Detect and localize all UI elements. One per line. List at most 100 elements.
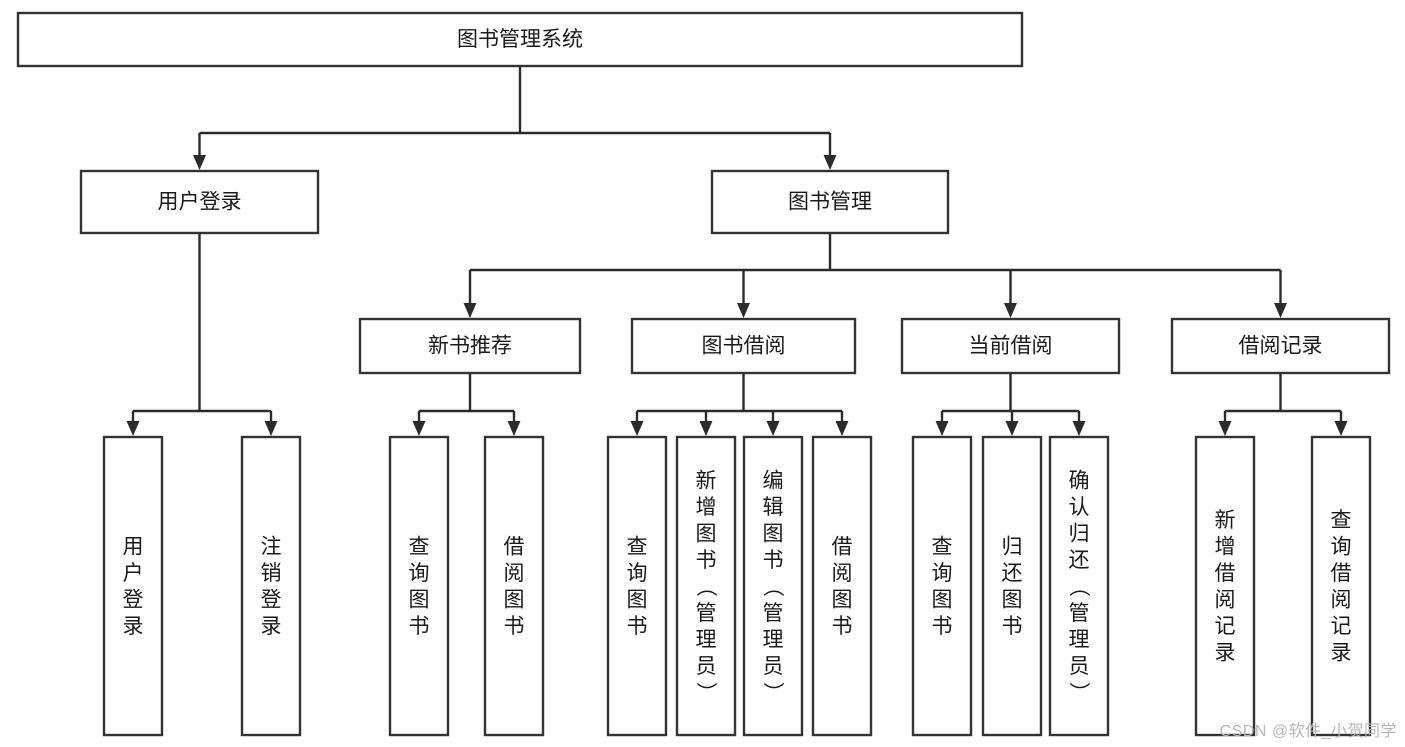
svg-text:查: 查: [627, 536, 648, 559]
svg-text:（: （: [694, 576, 717, 597]
csdn-watermark: CSDN @软件_小贺同学: [1219, 723, 1397, 740]
svg-text:登: 登: [123, 589, 144, 612]
svg-text:图: 图: [409, 589, 430, 612]
node-box-leaf-0-1[interactable]: [240, 435, 302, 737]
svg-text:登: 登: [261, 589, 282, 612]
svg-text:书: 书: [504, 615, 525, 638]
arrow-head-icon: [1004, 303, 1017, 318]
node-box-leaf-1-1[interactable]: [483, 435, 545, 737]
svg-text:查: 查: [1331, 509, 1352, 532]
svg-text:询: 询: [1331, 536, 1352, 559]
arrow-head-icon: [835, 421, 849, 436]
svg-text:书: 书: [763, 549, 784, 572]
svg-text:管: 管: [696, 602, 717, 625]
node-box-level3-1[interactable]: [630, 317, 857, 375]
svg-text:销: 销: [261, 562, 282, 585]
svg-text:增: 增: [1215, 536, 1236, 559]
svg-text:编: 编: [763, 469, 784, 492]
arrow-head-icon: [699, 421, 713, 436]
arrow-head-icon: [507, 421, 521, 436]
arrow-head-icon: [1274, 303, 1287, 318]
node-box-level2-0[interactable]: [79, 169, 320, 235]
svg-text:记: 记: [1331, 615, 1352, 638]
svg-text:图: 图: [504, 589, 525, 612]
node-box-leaf-1-0[interactable]: [388, 435, 450, 737]
node-label-level3-1: 图书借阅: [702, 335, 786, 358]
svg-text:录: 录: [1215, 642, 1236, 665]
svg-text:管: 管: [763, 602, 784, 625]
arrow-head-icon: [823, 155, 837, 170]
svg-text:书: 书: [832, 615, 853, 638]
svg-text:录: 录: [261, 615, 282, 638]
node-box-leaf-0-0[interactable]: [102, 435, 164, 737]
arrow-head-icon: [630, 421, 644, 436]
svg-text:查: 查: [932, 536, 953, 559]
arrow-head-icon: [193, 155, 206, 170]
svg-text:理: 理: [696, 628, 717, 651]
node-box-leaf-4-1[interactable]: [1310, 435, 1372, 737]
node-box-leaf-4-0[interactable]: [1194, 435, 1256, 737]
node-box-level3-3[interactable]: [1170, 317, 1391, 375]
svg-text:注: 注: [261, 536, 282, 559]
svg-text:阅: 阅: [1331, 589, 1352, 612]
node-box-leaf-2-1[interactable]: [675, 435, 737, 737]
node-box-root[interactable]: [16, 11, 1024, 68]
svg-text:归: 归: [1002, 536, 1023, 559]
svg-text:询: 询: [627, 562, 648, 585]
node-label-level2-0: 用户登录: [158, 191, 242, 214]
arrow-head-icon: [264, 421, 278, 436]
node-box-leaf-3-1[interactable]: [981, 435, 1043, 737]
svg-text:借: 借: [504, 536, 525, 559]
svg-text:录: 录: [123, 615, 144, 638]
node-label-level2-1: 图书管理: [788, 191, 872, 214]
svg-text:（: （: [761, 576, 784, 597]
svg-text:）: ）: [761, 682, 784, 703]
svg-text:还: 还: [1069, 549, 1090, 572]
arrow-head-icon: [1218, 421, 1232, 436]
svg-text:归: 归: [1069, 522, 1090, 545]
svg-text:阅: 阅: [504, 562, 525, 585]
node-box-leaf-3-0[interactable]: [911, 435, 973, 737]
svg-text:新: 新: [1215, 509, 1236, 532]
svg-text:询: 询: [932, 562, 953, 585]
svg-text:用: 用: [123, 536, 144, 559]
arrow-head-icon: [463, 303, 477, 318]
node-box-leaf-2-2[interactable]: [742, 435, 804, 737]
svg-text:员: 员: [763, 655, 784, 678]
node-box-leaf-3-2[interactable]: [1048, 435, 1110, 737]
svg-text:员: 员: [1069, 655, 1090, 678]
node-box-leaf-2-3[interactable]: [811, 435, 873, 737]
svg-text:图: 图: [932, 589, 953, 612]
connector-layer: [126, 66, 1348, 436]
arrow-head-icon: [1334, 421, 1348, 436]
arrow-head-icon: [412, 421, 426, 436]
svg-text:书: 书: [932, 615, 953, 638]
svg-text:确: 确: [1069, 469, 1090, 492]
arrow-head-icon: [766, 421, 780, 436]
svg-text:增: 增: [696, 496, 717, 519]
node-label-root: 图书管理系统: [457, 28, 583, 51]
arrow-head-icon: [1072, 421, 1086, 436]
svg-text:书: 书: [696, 549, 717, 572]
node-label-leaf-0-0: 用户登录: [123, 536, 144, 639]
svg-text:录: 录: [1331, 642, 1352, 665]
node-box-level3-2[interactable]: [900, 317, 1121, 375]
arrow-head-icon: [737, 303, 750, 318]
node-box-level2-1[interactable]: [710, 169, 950, 235]
svg-text:户: 户: [123, 562, 144, 585]
node-label-level3-2: 当前借阅: [969, 335, 1053, 358]
arrow-head-icon: [126, 421, 140, 436]
node-box-leaf-2-0[interactable]: [606, 435, 668, 737]
svg-text:书: 书: [409, 615, 430, 638]
svg-text:员: 员: [696, 655, 717, 678]
node-box-level3-0[interactable]: [358, 317, 582, 375]
svg-text:图: 图: [627, 589, 648, 612]
